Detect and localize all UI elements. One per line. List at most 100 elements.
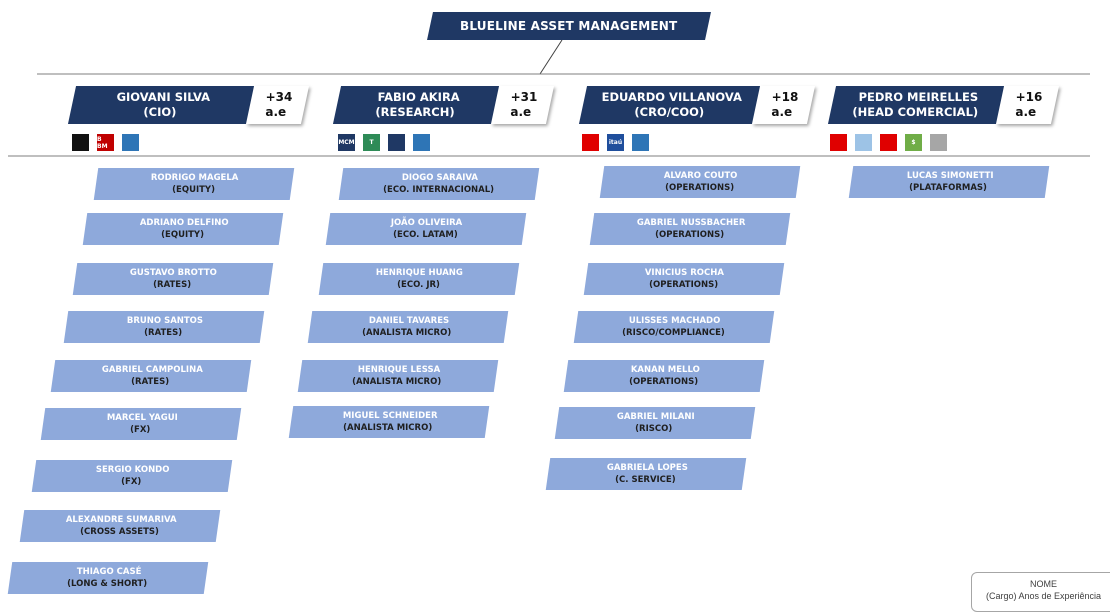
member-role: (ECO. JR) <box>396 280 440 290</box>
member-name: DIOGO SARAIVA <box>401 173 478 183</box>
team-member-card: HENRIQUE HUANG (ECO. JR) <box>318 263 520 295</box>
member-name: HENRIQUE LESSA <box>357 365 440 375</box>
member-role: (ECO. LATAM) <box>392 230 458 240</box>
member-role: (OPERATIONS) <box>664 183 734 193</box>
team-member-card: HENRIQUE LESSA (ANALISTA MICRO) <box>297 360 499 392</box>
member-name: RODRIGO MAGELA <box>151 173 239 183</box>
team-member-card: ALVARO COUTO(OPERATIONS) <box>599 166 801 198</box>
leader-box-research: FABIO AKIRA (RESEARCH) <box>332 86 502 124</box>
member-role: (ANALISTA MICRO) <box>352 377 442 387</box>
leader-role: (CIO) <box>143 105 177 119</box>
leader-name: EDUARDO VILLANOVA <box>601 90 743 104</box>
member-role: (OPERATIONS) <box>654 230 724 240</box>
team-member-card: ALEXANDRE SUMARIVA (CROSS ASSETS) <box>19 510 221 542</box>
member-name: JOÃO OLIVEIRA <box>391 218 463 228</box>
member-name: GABRIEL NUSSBACHER <box>636 218 746 228</box>
member-name: SERGIO KONDO <box>96 465 170 475</box>
bbm-logo-icon: B BM <box>97 134 114 151</box>
santander-logo-icon <box>582 134 599 151</box>
member-role: (ANALISTA MICRO) <box>343 423 433 433</box>
experience-value: +34 <box>265 90 293 104</box>
fan-logo-icon <box>72 134 89 151</box>
member-role: (FX) <box>121 477 142 487</box>
member-name: GABRIELA LOPES <box>606 463 688 473</box>
experience-unit: a.e <box>510 105 532 119</box>
leader-box-cio: GIOVANI SILVA (CIO) <box>67 86 257 124</box>
leader-box-head-comercial: PEDRO MEIRELLES (HEAD COMERCIAL) <box>827 86 1007 124</box>
legend-name-label: NOME <box>1030 579 1057 589</box>
member-name: ALEXANDRE SUMARIVA <box>65 515 177 525</box>
member-role: (EQUITY) <box>171 185 215 195</box>
member-role: (RATES) <box>131 377 170 387</box>
leader-name: FABIO AKIRA <box>377 90 460 104</box>
team-member-card: DIOGO SARAIVA (ECO. INTERNACIONAL) <box>338 168 540 200</box>
member-role: (RISCO/COMPLIANCE) <box>621 328 725 338</box>
bank-logo-icon <box>388 134 405 151</box>
member-name: DANIEL TAVARES <box>368 316 449 326</box>
experience-value: +16 <box>1015 90 1043 104</box>
dollar-logo-icon: $ <box>905 134 922 151</box>
team-member-card: RODRIGO MAGELA (EQUITY) <box>93 168 295 200</box>
team-member-card: LUCAS SIMONETTI (PLATAFORMAS) <box>848 166 1050 198</box>
member-role: (OPERATIONS) <box>648 280 718 290</box>
team-member-card: MARCEL YAGUI(FX) <box>40 408 242 440</box>
member-name: LUCAS SIMONETTI <box>906 171 994 181</box>
small-bank-logo-icon <box>855 134 872 151</box>
experience-value: +18 <box>771 90 799 104</box>
team-member-card: GUSTAVO BROTTO(RATES) <box>72 263 274 295</box>
member-name: MIGUEL SCHNEIDER <box>342 411 438 421</box>
leader-role: (HEAD COMERCIAL) <box>852 105 979 119</box>
team-member-card: GABRIEL MILANI (RISCO) <box>554 407 756 439</box>
legend-role-label: (Cargo) Anos de Experiência <box>985 591 1102 601</box>
bank-logo-icon <box>122 134 139 151</box>
member-name: KANAN MELLO <box>630 365 700 375</box>
member-role: (FX) <box>130 425 151 435</box>
experience-badge: +18 a.e <box>751 86 816 124</box>
member-name: HENRIQUE HUANG <box>376 268 464 278</box>
member-role: (ECO. INTERNACIONAL) <box>382 185 494 195</box>
leader-name: PEDRO MEIRELLES <box>858 90 979 104</box>
santander-flame-logo-icon <box>830 134 847 151</box>
experience-unit: a.e <box>265 105 287 119</box>
member-role: (CROSS ASSETS) <box>79 527 159 537</box>
team-member-card: THIAGO CASÉ(LONG & SHORT) <box>7 562 209 594</box>
logo-row: $ <box>830 134 947 151</box>
member-name: THIAGO CASÉ <box>76 567 142 577</box>
team-member-card: DANIEL TAVARES(ANALISTA MICRO) <box>307 311 509 343</box>
member-name: VINICIUS ROCHA <box>645 268 725 278</box>
experience-unit: a.e <box>1015 105 1037 119</box>
team-member-card: GABRIEL CAMPOLINA(RATES) <box>50 360 252 392</box>
member-role: (OPERATIONS) <box>628 377 698 387</box>
experience-badge: +16 a.e <box>995 86 1060 124</box>
member-role: (RATES) <box>144 328 183 338</box>
leader-role: (CRO/COO) <box>634 105 704 119</box>
bank-logo-icon <box>632 134 649 151</box>
legend-box: NOME (Cargo) Anos de Experiência <box>971 572 1110 612</box>
team-member-card: ADRIANO DELFINO(EQUITY) <box>82 213 284 245</box>
team-member-card: ULISSES MACHADO (RISCO/COMPLIANCE) <box>573 311 775 343</box>
member-name: GABRIEL MILANI <box>616 412 695 422</box>
team-member-card: GABRIELA LOPES (C. SERVICE) <box>545 458 747 490</box>
member-role: (PLATAFORMAS) <box>909 183 988 193</box>
logo-row: B BM <box>72 134 139 151</box>
team-member-card: SERGIO KONDO (FX) <box>31 460 233 492</box>
member-name: BRUNO SANTOS <box>126 316 203 326</box>
santander-logo-icon <box>880 134 897 151</box>
team-member-card: JOÃO OLIVEIRA (ECO. LATAM) <box>325 213 527 245</box>
team-member-card: VINICIUS ROCHA (OPERATIONS) <box>583 263 785 295</box>
leader-box-cro: EDUARDO VILLANOVA (CRO/COO) <box>578 86 763 124</box>
member-role: (RISCO) <box>635 424 673 434</box>
leader-name: GIOVANI SILVA <box>116 90 211 104</box>
experience-value: +31 <box>510 90 538 104</box>
member-role: (C. SERVICE) <box>614 475 676 485</box>
member-name: ADRIANO DELFINO <box>139 218 229 228</box>
mcm-logo-icon: MCM <box>338 134 355 151</box>
bank-logo-icon <box>930 134 947 151</box>
member-role: (RATES) <box>153 280 192 290</box>
team-member-card: KANAN MELLO (OPERATIONS) <box>563 360 765 392</box>
experience-badge: +31 a.e <box>490 86 555 124</box>
team-member-card: BRUNO SANTOS (RATES) <box>63 311 265 343</box>
member-name: ULISSES MACHADO <box>629 316 721 326</box>
